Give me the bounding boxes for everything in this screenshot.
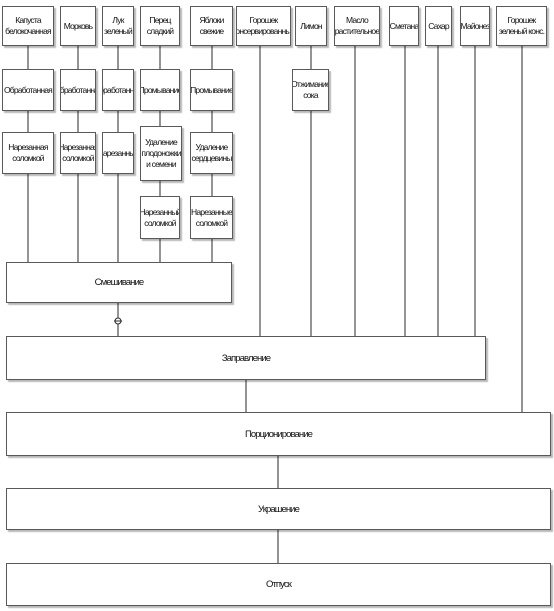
- step-dressing: Заправление: [6, 336, 486, 380]
- ingredient-green-onion: Лук зеленый: [102, 6, 134, 46]
- step-decorating: Украшение: [6, 488, 551, 530]
- step-pepper-seeds-removed: Удаление плодоножки и семени: [140, 126, 182, 181]
- step-apples-core-removed: Удаление сердцевины: [190, 132, 233, 174]
- ingredient-mayonnaise: Майонез: [460, 6, 490, 46]
- ingredient-green-peas: Горошек зеленый конс.: [496, 6, 547, 46]
- ingredient-lemon: Лимон: [295, 6, 327, 46]
- ingredient-cabbage: Капуста белокочанная: [2, 6, 54, 46]
- step-onion-processed: Обработанный: [102, 69, 134, 111]
- step-cabbage-processed: Обработанная: [2, 69, 54, 111]
- ingredient-apples: Яблоки свежие: [190, 6, 233, 46]
- step-apples-washing: Промывание: [190, 69, 233, 111]
- ingredient-vegetable-oil: Масло растительное: [334, 6, 380, 46]
- junction-marker-icon: [114, 317, 122, 325]
- step-portioning: Порционирование: [6, 412, 551, 456]
- step-apples-cut: Нарезанные соломкой: [190, 196, 233, 239]
- step-pepper-washing: Промывание: [140, 69, 180, 111]
- ingredient-sweet-pepper: Перец сладкий: [140, 6, 180, 46]
- step-onion-cut: Нарезанный: [102, 132, 134, 174]
- ingredient-sugar: Сахар: [425, 6, 452, 46]
- step-cabbage-cut: Нарезанная соломкой: [2, 132, 54, 174]
- step-carrot-processed: Обработанная: [60, 69, 96, 111]
- step-carrot-cut: Нарезанная соломкой: [60, 132, 96, 174]
- step-mixing: Смешивание: [6, 262, 232, 303]
- step-lemon-juicing: Отжимание сока: [292, 69, 329, 111]
- ingredient-sour-cream: Сметана: [389, 6, 419, 46]
- ingredient-canned-peas: Горошек консервированный: [236, 6, 291, 46]
- step-serving: Отпуск: [6, 563, 551, 606]
- ingredient-carrot: Морковь: [60, 6, 96, 46]
- step-pepper-cut: Нарезанный соломкой: [140, 196, 180, 239]
